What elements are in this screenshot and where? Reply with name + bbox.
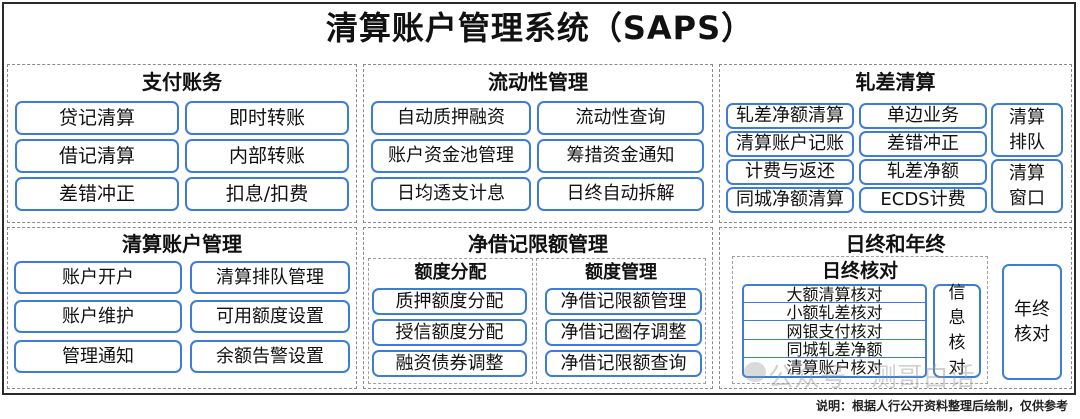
limit-allocation-title: 额度分配	[414, 262, 487, 283]
liquidity-item: 筹措资金通知	[537, 139, 704, 173]
panel-liquidity-title: 流动性管理	[488, 70, 588, 94]
info-check-box: 信息核对	[933, 283, 981, 378]
liquidity-item: 自动质押融资	[371, 101, 531, 135]
limit-allocation-group: 额度分配 质押额度分配 授信额度分配 融资债券调整	[368, 258, 533, 384]
account-item: 清算排队管理	[190, 261, 350, 294]
limit-allocation-item: 授信额度分配	[372, 319, 527, 346]
panel-account: 清算账户管理 账户开户 清算排队管理 账户维护 可用额度设置 管理通知 余额告警…	[7, 227, 357, 389]
panel-netting: 轧差清算 轧差净额清算 单边业务 清算账户记账 差错冲正 计费与返还 轧差净额 …	[719, 64, 1072, 223]
netting-item: 清算账户记账	[726, 131, 854, 157]
account-item: 余额告警设置	[190, 340, 350, 373]
account-item: 账户开户	[14, 261, 182, 294]
payment-item: 借记清算	[15, 139, 179, 173]
netting-side-item: 清算排队	[991, 103, 1063, 157]
panel-eod: 日终和年终 日终核对 大额清算核对 小额轧差核对 网银支付核对 同城轧差净额 清…	[719, 227, 1072, 389]
limit-management-group: 额度管理 净借记限额管理 净借记圈存调整 净借记限额查询	[536, 258, 706, 384]
account-item: 账户维护	[14, 300, 182, 333]
eod-check-item: 大额清算核对	[744, 286, 925, 303]
footnote: 说明：根据人行公开资料整理后绘制，仅供参考	[815, 399, 1068, 413]
watermark: 公众号 · 测哥白话	[768, 363, 975, 393]
panel-limit-title: 净借记限额管理	[468, 232, 608, 256]
panel-payment-title: 支付账务	[142, 70, 222, 94]
limit-management-item: 净借记限额管理	[545, 288, 702, 315]
year-end-check-box: 年终核对	[1002, 264, 1062, 380]
limit-allocation-item: 质押额度分配	[372, 288, 527, 315]
netting-item: 单边业务	[859, 103, 987, 129]
netting-item: 轧差净额	[859, 159, 987, 185]
panel-limit: 净借记限额管理 额度分配 质押额度分配 授信额度分配 融资债券调整 额度管理 净…	[363, 227, 713, 389]
wechat-icon	[744, 362, 766, 382]
liquidity-item: 日终自动拆解	[537, 177, 704, 211]
limit-allocation-item: 融资债券调整	[372, 350, 527, 377]
panel-netting-title: 轧差清算	[855, 70, 936, 94]
page-title: 清算账户管理系统（SAPS）	[325, 9, 755, 47]
liquidity-item: 流动性查询	[537, 101, 704, 135]
netting-item: ECDS计费	[859, 187, 987, 213]
payment-item: 内部转账	[185, 139, 349, 173]
payment-item: 差错冲正	[15, 177, 179, 211]
liquidity-item: 日均透支计息	[371, 177, 531, 211]
payment-item: 即时转账	[185, 101, 349, 135]
eod-check-item: 网银支付核对	[744, 323, 925, 340]
netting-item: 计费与返还	[726, 159, 854, 185]
eod-check-stack: 大额清算核对 小额轧差核对 网银支付核对 同城轧差净额 清算账户核对	[742, 284, 927, 378]
eod-check-group: 日终核对 大额清算核对 小额轧差核对 网银支付核对 同城轧差净额 清算账户核对 …	[732, 256, 988, 384]
outer-frame	[2, 2, 1076, 395]
liquidity-item: 账户资金池管理	[371, 139, 531, 173]
account-item: 可用额度设置	[190, 300, 350, 333]
eod-check-item: 清算账户核对	[786, 358, 883, 377]
account-item: 管理通知	[14, 340, 182, 373]
eod-check-item: 同城轧差净额	[744, 341, 925, 358]
panel-payment: 支付账务 贷记清算 即时转账 借记清算 内部转账 差错冲正 扣息/扣费	[7, 64, 357, 223]
eod-check-title: 日终核对	[821, 260, 898, 282]
limit-management-item: 净借记限额查询	[545, 350, 702, 377]
netting-item: 同城净额清算	[726, 187, 854, 213]
limit-management-item: 净借记圈存调整	[545, 319, 702, 346]
limit-management-title: 额度管理	[585, 262, 657, 283]
panel-account-title: 清算账户管理	[122, 232, 242, 256]
panel-eod-title: 日终和年终	[845, 232, 946, 256]
netting-side-item: 清算窗口	[991, 159, 1063, 213]
netting-item: 轧差净额清算	[726, 103, 854, 129]
netting-item: 差错冲正	[859, 131, 987, 157]
panel-liquidity: 流动性管理 自动质押融资 流动性查询 账户资金池管理 筹措资金通知 日均透支计息…	[363, 64, 713, 223]
payment-item: 贷记清算	[15, 101, 179, 135]
eod-check-item: 小额轧差核对	[744, 304, 925, 322]
payment-item: 扣息/扣费	[185, 177, 349, 211]
